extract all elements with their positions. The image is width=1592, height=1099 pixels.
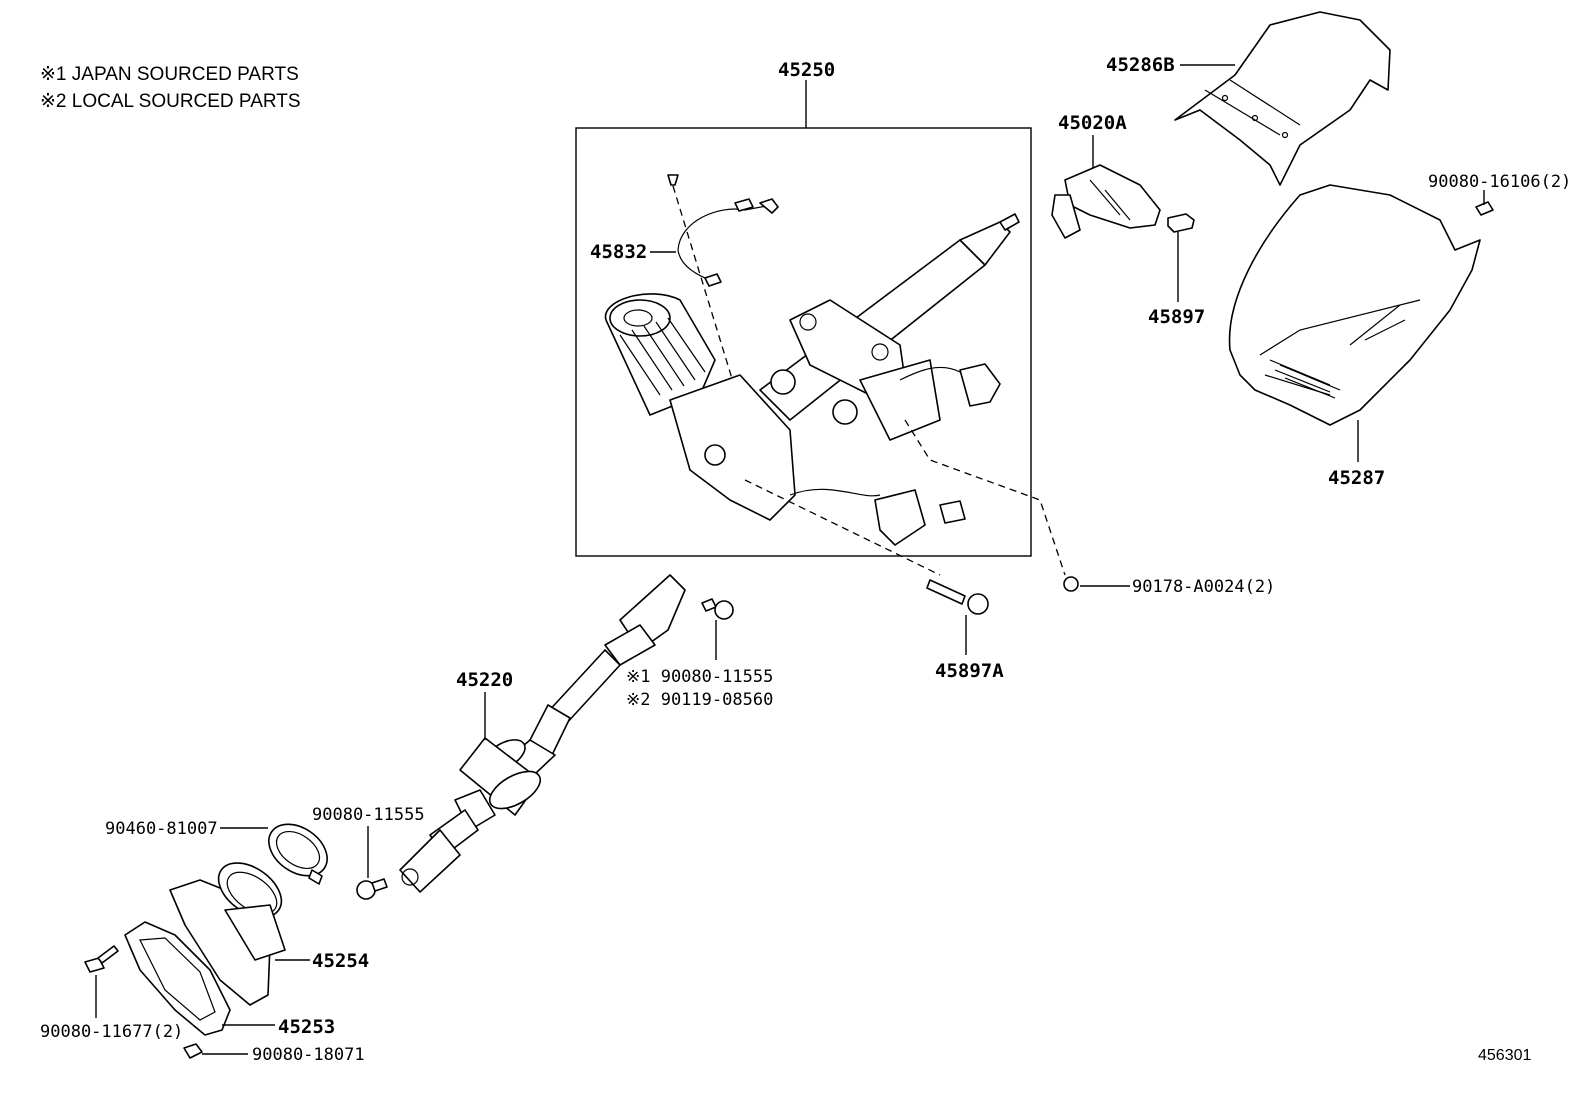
label-45254[interactable]: 45254 — [312, 950, 369, 972]
label-45020A[interactable]: 45020A — [1058, 112, 1127, 134]
bolt-a-part — [926, 579, 989, 615]
plate-part — [124, 921, 231, 1036]
note-local-sourced: ※2 LOCAL SOURCED PARTS — [40, 91, 301, 112]
boot-part — [169, 862, 286, 1006]
label-45897A[interactable]: 45897A — [935, 660, 1004, 682]
note-japan-sourced: ※1 JAPAN SOURCED PARTS — [40, 64, 299, 85]
clamp-part — [268, 823, 328, 885]
upper-cover-part — [1174, 11, 1391, 186]
bolt-left-part — [84, 945, 119, 973]
label-90080-18071[interactable]: 90080-18071 — [252, 1045, 365, 1065]
pin-part — [1167, 213, 1195, 233]
figure-number: 456301 — [1478, 1047, 1531, 1064]
bolt-bottom-part — [183, 1043, 203, 1059]
bolt-mid-part — [356, 878, 388, 900]
column-assembly-part — [604, 213, 1066, 576]
assembly-box — [575, 127, 1032, 557]
label-45250[interactable]: 45250 — [778, 59, 835, 81]
lock-part — [1051, 164, 1161, 239]
label-45287[interactable]: 45287 — [1328, 467, 1385, 489]
bolt-japan-local-part — [701, 598, 734, 620]
label-45897[interactable]: 45897 — [1148, 306, 1205, 328]
label-45286B[interactable]: 45286B — [1106, 54, 1175, 76]
lower-cover-part — [1228, 184, 1481, 426]
nut-part — [1063, 576, 1079, 592]
label-90080-11555[interactable]: 90080-11555 — [312, 805, 425, 825]
label-90178-A0024[interactable]: 90178-A0024(2) — [1132, 577, 1275, 597]
label-bolt-japan[interactable]: ※1 90080-11555 — [626, 667, 773, 687]
label-90460-81007[interactable]: 90460-81007 — [105, 819, 218, 839]
label-90080-16106[interactable]: 90080-16106(2) — [1428, 172, 1571, 192]
label-45253[interactable]: 45253 — [278, 1016, 335, 1038]
label-45220[interactable]: 45220 — [456, 669, 513, 691]
label-bolt-local[interactable]: ※2 90119-08560 — [626, 690, 773, 710]
sensor-wire-part — [667, 174, 779, 471]
intermediate-shaft-part — [399, 574, 686, 893]
label-90080-11677[interactable]: 90080-11677(2) — [40, 1022, 183, 1042]
label-45832[interactable]: 45832 — [590, 241, 647, 263]
